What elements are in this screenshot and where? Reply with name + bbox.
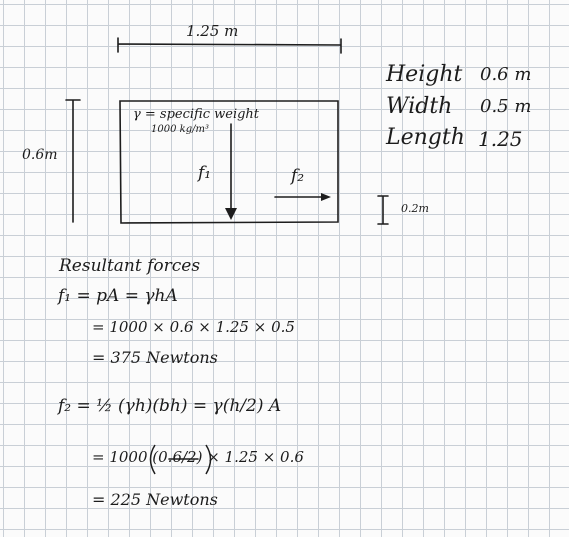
f2-label: f₂ [291,166,305,186]
resultant-forces-heading: Resultant forces [59,256,201,276]
offset-dimension-label: 0.2m [401,202,429,215]
width-value: 0.5 m [480,96,532,117]
f2-equation-line-1: f₂ = ½ (γh)(bh) = γ(h/2) A [58,396,282,416]
f1-equation-line-3: = 375 Newtons [92,348,218,367]
length-dimension-line [117,37,342,54]
open-paren [149,444,156,475]
f1-equation-line-2: = 1000 × 0.6 × 1.25 × 0.5 [92,318,295,336]
height-value: 0.6 m [480,64,532,85]
f1-arrowhead [225,208,237,220]
height-dimension-line [65,99,81,223]
offset-marker [377,195,389,225]
f2-equation-line-2: = 1000 (0.6/2) × 1.25 × 0.6 [92,448,304,466]
specific-weight-note: γ = specific weight [133,107,260,122]
f1-label: f₁ [198,163,212,183]
f2-equation-line-3: = 225 Newtons [92,490,218,509]
width-label: Width [386,94,453,119]
f1-equation-line-1: f₁ = pA = γhA [58,286,178,306]
length-value: 1.25 [478,127,523,151]
close-paren [205,444,212,475]
height-dimension-label: 0.6m [22,147,58,163]
height-label: Height [386,62,463,87]
f2-arrowhead [321,193,331,201]
length-dimension-label: 1.25 m [186,22,239,40]
specific-weight-value: 1000 kg/m³ [151,124,209,135]
tank-rectangle [119,100,339,224]
length-label: Length [386,125,465,150]
